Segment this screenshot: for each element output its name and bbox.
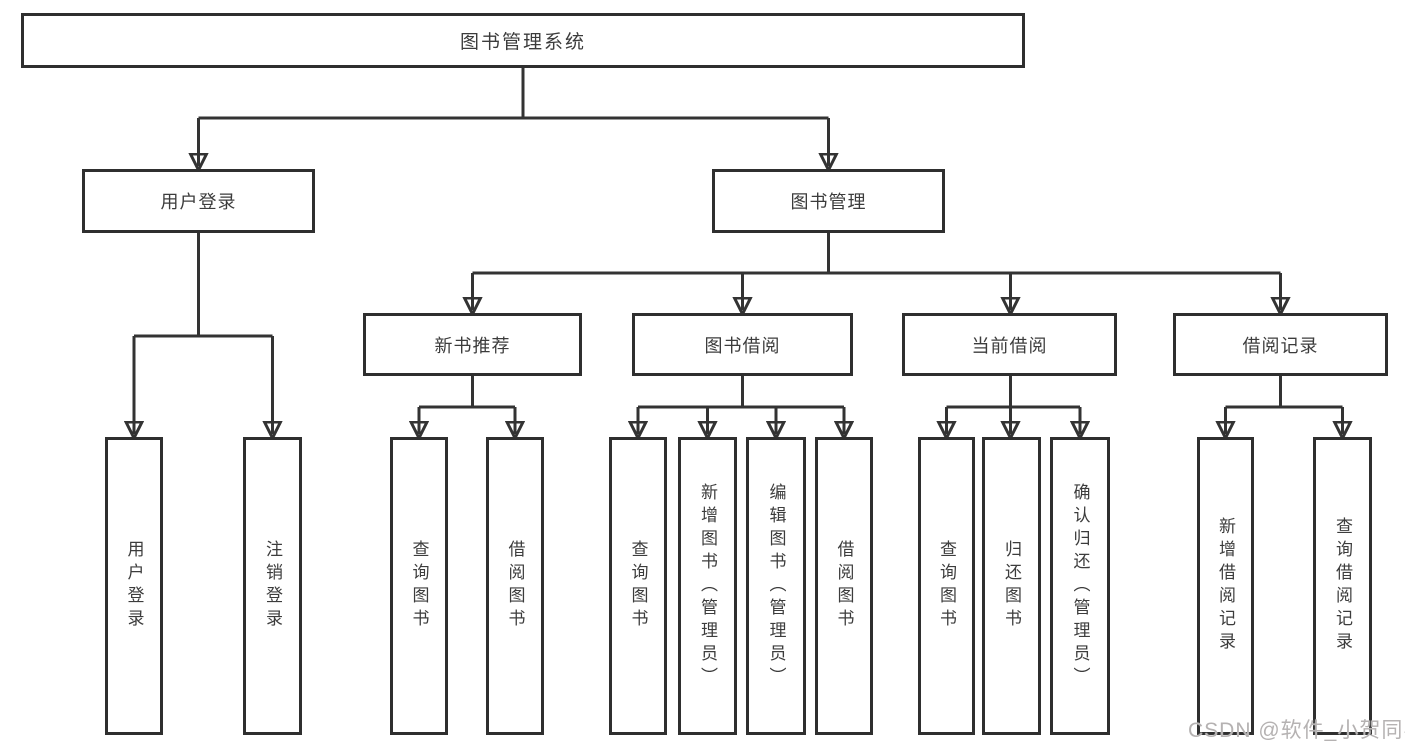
node-label: 借阅记录 xyxy=(1242,335,1319,356)
node-label: 新增图书（管理员） xyxy=(698,482,717,690)
node-current-borrowing: 当前借阅 xyxy=(902,313,1117,376)
node-query-borrow-record: 查询借阅记录 xyxy=(1313,437,1372,735)
node-label: 查询图书 xyxy=(937,540,956,632)
node-label: 借阅图书 xyxy=(834,540,854,632)
node-add-borrow-record: 新增借阅记录 xyxy=(1197,437,1254,735)
node-label: 借阅图书 xyxy=(505,540,525,632)
node-book-borrowing: 图书借阅 xyxy=(632,313,853,376)
node-label: 确认归还（管理员） xyxy=(1070,482,1090,690)
node-label: 当前借阅 xyxy=(971,335,1048,356)
node-book-management: 图书管理 xyxy=(712,169,945,233)
node-label: 查询借阅记录 xyxy=(1333,517,1352,655)
watermark: CSDN @软件_小贺同学 xyxy=(1188,719,1405,742)
node-borrow-books-recommend: 借阅图书 xyxy=(486,437,544,735)
node-user-login: 用户登录 xyxy=(82,169,315,233)
node-label: 用户登录 xyxy=(160,192,237,212)
node-label: 归还图书 xyxy=(1002,540,1021,632)
node-borrow-books-leaf: 借阅图书 xyxy=(815,437,873,735)
node-return-books: 归还图书 xyxy=(982,437,1041,735)
node-label: 图书管理 xyxy=(790,192,867,212)
node-label: 图书管理系统 xyxy=(459,32,586,53)
node-label: 查询图书 xyxy=(628,540,648,632)
node-add-books-admin: 新增图书（管理员） xyxy=(678,437,737,735)
node-query-books-current: 查询图书 xyxy=(918,437,975,735)
node-label: 新增借阅记录 xyxy=(1216,517,1235,655)
node-label: 查询图书 xyxy=(409,540,429,632)
node-edit-books-admin: 编辑图书（管理员） xyxy=(746,437,806,735)
node-label: 用户登录 xyxy=(124,540,144,632)
node-confirm-return-admin: 确认归还（管理员） xyxy=(1050,437,1110,735)
node-user-login-leaf: 用户登录 xyxy=(105,437,163,735)
node-new-book-recommendation: 新书推荐 xyxy=(363,313,582,376)
node-label: 注销登录 xyxy=(263,540,282,632)
node-logout-leaf: 注销登录 xyxy=(243,437,302,735)
node-query-books-recommend: 查询图书 xyxy=(390,437,448,735)
node-label: 编辑图书（管理员） xyxy=(766,482,786,690)
node-borrowing-records: 借阅记录 xyxy=(1173,313,1388,376)
node-label: 图书借阅 xyxy=(704,335,781,356)
node-query-books-borrowing: 查询图书 xyxy=(609,437,667,735)
node-label: 新书推荐 xyxy=(434,335,511,356)
node-library-management-system: 图书管理系统 xyxy=(21,13,1025,68)
